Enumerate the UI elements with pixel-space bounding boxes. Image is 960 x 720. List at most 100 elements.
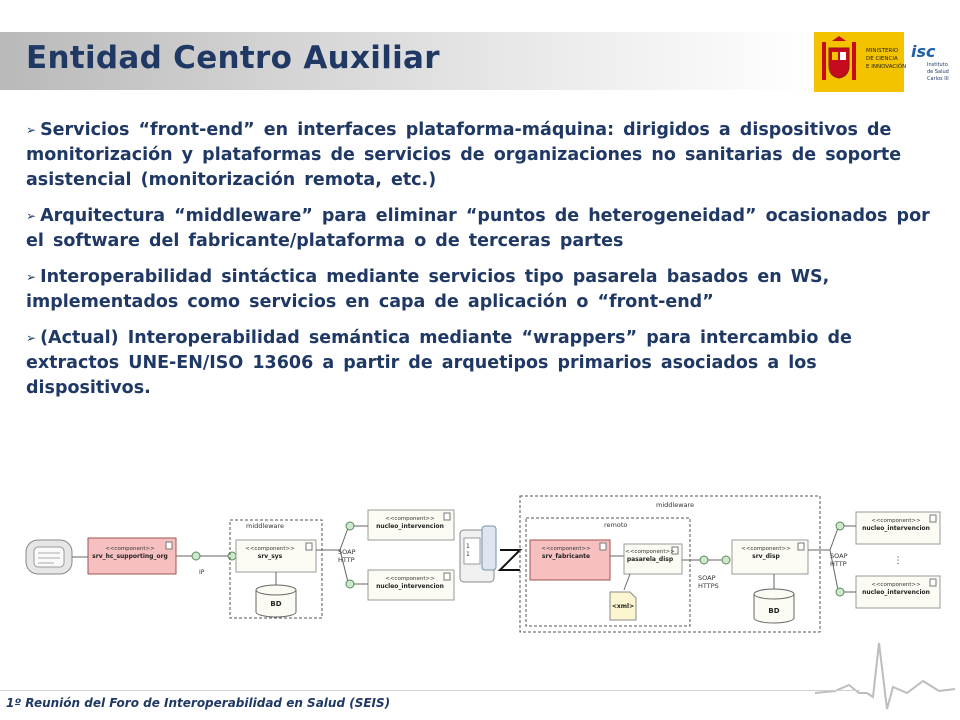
- nucleo-intervencion-component: <<component>> nucleo_intervencion: [367, 569, 455, 601]
- component-name: srv_fabricante: [542, 553, 590, 560]
- component-stereotype: <<component>>: [385, 516, 435, 522]
- http-right-label: HTTP: [830, 560, 847, 568]
- bullet-item: ➢Arquitectura “middleware” para eliminar…: [26, 204, 938, 254]
- ellipsis-label: ⋮: [894, 556, 903, 566]
- wireless-link-icon: [497, 549, 523, 571]
- spain-coat-of-arms-icon: [822, 36, 856, 80]
- isciii-logo-bg: [904, 32, 954, 92]
- xml-document-icon: <xml>: [609, 591, 637, 621]
- soap-right-label: SOAP: [830, 552, 848, 560]
- pasarela-disp-component: <<component>> pasarela_disp: [623, 543, 683, 575]
- logo-graphics: MINISTERIO DE CIENCIA E INNOVACIÓN isc I…: [814, 32, 954, 92]
- nucleo-intervencion-component: <<component>> nucleo_intervencion: [855, 511, 941, 545]
- connector-line: [829, 549, 839, 591]
- component-icon: [443, 512, 451, 521]
- interface-lollipop-icon: [699, 555, 709, 565]
- xml-label: <xml>: [612, 603, 634, 610]
- isciii-logo-icon: isc: [911, 42, 936, 61]
- interface-lollipop-icon: [835, 587, 845, 597]
- isciii-line-3: Carlos III: [927, 76, 949, 82]
- medical-device-icon: [25, 539, 73, 575]
- component-stereotype: <<component>>: [741, 546, 791, 552]
- title-band: [0, 32, 810, 90]
- interface-lollipop-icon: [345, 579, 355, 589]
- interface-lollipop-icon: [191, 551, 201, 561]
- isciii-line-2: de Salud: [927, 69, 949, 75]
- middleware-right-boundary: [519, 495, 821, 633]
- bullet-text: Arquitectura “middleware” para eliminar …: [26, 206, 930, 251]
- monitor-device-icon: 1 1: [459, 525, 497, 583]
- component-icon: [671, 546, 679, 555]
- soap-mid-label: SOAP: [698, 574, 716, 582]
- component-stereotype: <<component>>: [245, 546, 295, 552]
- component-icon: [929, 514, 937, 523]
- component-icon: [305, 542, 313, 551]
- bullet-item: ➢Interoperabilidad sintáctica mediante s…: [26, 265, 938, 315]
- bullet-arrow-icon: ➢: [26, 331, 37, 345]
- remoto-label: remoto: [604, 521, 627, 529]
- svg-text:1: 1: [466, 543, 470, 550]
- srv-disp-component: <<component>> srv_disp: [731, 539, 809, 575]
- srv-fabricante-component: <<component>> srv_fabricante: [529, 539, 611, 581]
- isciii-line-1: Instituto: [927, 62, 948, 68]
- bullet-arrow-icon: ➢: [26, 209, 37, 223]
- middleware-left-label: middleware: [246, 522, 284, 530]
- nucleo-intervencion-component: <<component>> nucleo_intervencion: [855, 575, 941, 609]
- connector-line: [339, 549, 349, 583]
- bullet-text: Servicios “front-end” en interfaces plat…: [26, 120, 902, 190]
- bullet-arrow-icon: ➢: [26, 123, 37, 137]
- component-name: nucleo_intervencion: [376, 583, 444, 590]
- srv-hc-supporting-org-component: <<component>> srv_hc_supporting_org: [87, 537, 177, 575]
- connector-line: [623, 573, 631, 591]
- component-stereotype: <<component>>: [871, 518, 921, 524]
- logos: MINISTERIO DE CIENCIA E INNOVACIÓN isc I…: [814, 32, 954, 92]
- https-mid-label: HTTPS: [698, 582, 719, 590]
- svg-text:1: 1: [466, 551, 470, 558]
- component-icon: [443, 572, 451, 581]
- component-stereotype: <<component>>: [871, 582, 921, 588]
- interface-lollipop-icon: [345, 521, 355, 531]
- architecture-diagram: <<component>> srv_hc_supporting_org IP m…: [25, 495, 941, 633]
- component-icon: [599, 542, 607, 551]
- bullet-arrow-icon: ➢: [26, 270, 37, 284]
- bullet-item: ➢(Actual) Interoperabilidad semántica me…: [26, 326, 938, 401]
- component-icon: [929, 578, 937, 587]
- http-left-label: HTTP: [338, 556, 355, 564]
- database-label: BD: [270, 600, 281, 608]
- interface-lollipop-icon: [721, 555, 731, 565]
- ip-label: IP: [199, 569, 205, 576]
- interface-lollipop-icon: [227, 551, 237, 561]
- component-name: nucleo_intervencion: [862, 589, 930, 596]
- nucleo-intervencion-component: <<component>> nucleo_intervencion: [367, 509, 455, 541]
- database-left-icon: BD: [255, 584, 297, 618]
- ministry-line-2: DE CIENCIA: [866, 56, 898, 62]
- ecg-wave-decoration: [815, 642, 955, 710]
- component-icon: [165, 541, 173, 550]
- footer-divider: [0, 690, 860, 691]
- remoto-boundary: [525, 517, 691, 627]
- component-stereotype: <<component>>: [385, 576, 435, 582]
- ministry-line-3: E INNOVACIÓN: [866, 63, 906, 70]
- footer-text: 1º Reunión del Foro de Interoperabilidad…: [6, 696, 391, 710]
- component-name: nucleo_intervencion: [862, 525, 930, 532]
- interface-lollipop-icon: [835, 521, 845, 531]
- soap-left-label: SOAP: [338, 548, 356, 556]
- component-stereotype: <<component>>: [625, 549, 675, 555]
- ministry-line-1: MINISTERIO: [866, 48, 899, 54]
- bullet-list: ➢Servicios “front-end” en interfaces pla…: [26, 118, 938, 412]
- bullet-item: ➢Servicios “front-end” en interfaces pla…: [26, 118, 938, 193]
- middleware-right-label: middleware: [656, 501, 694, 509]
- middleware-left-boundary: [229, 519, 323, 619]
- slide-title: Entidad Centro Auxiliar: [26, 40, 440, 76]
- component-name: srv_sys: [258, 553, 283, 560]
- bullet-text: (Actual) Interoperabilidad semántica med…: [26, 328, 852, 398]
- component-name: nucleo_intervencion: [376, 523, 444, 530]
- component-stereotype: <<component>>: [105, 546, 155, 552]
- component-icon: [797, 542, 805, 551]
- connector-line: [339, 527, 349, 551]
- connector-line: [829, 527, 839, 551]
- bullet-text: Interoperabilidad sintáctica mediante se…: [26, 267, 830, 312]
- srv-sys-component: <<component>> srv_sys: [235, 539, 317, 573]
- component-name: pasarela_disp: [627, 556, 674, 563]
- component-name: srv_disp: [752, 553, 780, 560]
